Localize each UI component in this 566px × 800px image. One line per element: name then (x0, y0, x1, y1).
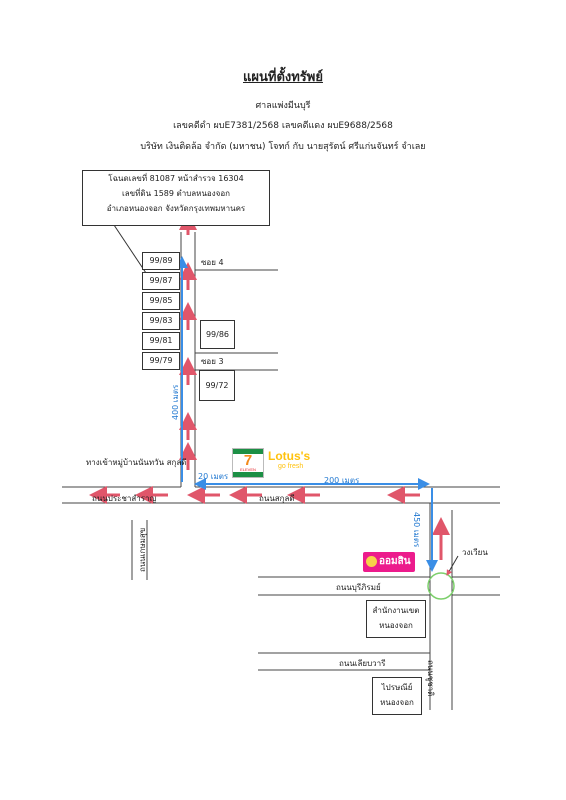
distance-200-label: 200 เมตร (324, 476, 360, 485)
deed-line-2: เลขที่ดิน 1589 ตำบลหนองจอก (122, 189, 230, 198)
roundabout-pointer (446, 555, 459, 576)
sakul-road-label: ถนนสกุลดี (259, 494, 295, 503)
route-lines (176, 256, 438, 572)
seven-digit: 7 (243, 452, 253, 469)
distance-400-label: 400 เมตร (171, 384, 180, 420)
pointer-line (111, 221, 151, 280)
case-parties: บริษัท เงินติดล้อ จำกัด (มหาชน) โจทก์ กั… (140, 142, 426, 152)
lot-99-85: 99/85 (142, 292, 180, 310)
lot-99-89: 99/89 (142, 252, 180, 270)
kasem-road-label: ถนนเกษมสุข (138, 527, 147, 572)
lotus-logo: Lotus's go fresh (268, 449, 322, 475)
distance-450-label: 450 เมตร (412, 512, 421, 548)
soi-3-label: ซอย 3 (201, 357, 224, 366)
pracha-road-label: ถนนประชาสำราญ (92, 494, 157, 503)
liab-road-label: ถนนเลียบวารี (339, 659, 386, 668)
post-line-2: หนองจอก (380, 698, 414, 707)
post-line-1: ไปรษณีย์ (381, 683, 413, 692)
deed-info-box: โฉนดเลขที่ 81087 หน้าสำรวจ 16304 เลขที่ด… (82, 170, 270, 226)
gsb-bank-logo: ออมสิน (363, 552, 415, 572)
roundabout-circle (427, 572, 455, 600)
lot-99-83: 99/83 (142, 312, 180, 330)
lotus-sub: go fresh (278, 463, 304, 470)
deed-line-3: อำเภอหนองจอก จังหวัดกรุงเทพมหานคร (106, 204, 246, 213)
lot-99-81: 99/81 (142, 332, 180, 350)
post-office: ไปรษณีย์ หนองจอก (372, 677, 422, 715)
building-99-72: 99/72 (199, 370, 235, 401)
building-99-86: 99/86 (200, 320, 235, 349)
roundabout-label: วงเวียน (462, 548, 488, 557)
bank-name: ออมสิน (379, 556, 411, 567)
lot-99-87: 99/87 (142, 272, 180, 290)
lot-99-79: 99/79 (142, 352, 180, 370)
entrance-label: ทางเข้าหมู่บ้านนันทวัน สกุลดี (86, 458, 187, 467)
seven-sub: ELEVEN (240, 467, 256, 472)
case-numbers: เลขคดีดำ ผบE7381/2568 เลขคดีแดง ผบE9688/… (173, 121, 393, 131)
chuchat-road-label: ถนนชูชาติ (426, 660, 435, 697)
soi-4-label: ซอย 4 (201, 258, 224, 267)
distance-20-label: 20 เมตร (198, 472, 229, 481)
office-line-1: สำนักงานเขต (372, 606, 420, 615)
deed-line-1: โฉนดเลขที่ 81087 หน้าสำรวจ 16304 (108, 174, 244, 183)
map-title: แผนที่ตั้งทรัพย์ (243, 70, 323, 85)
court-name: ศาลแพ่งมีนบุรี (255, 101, 311, 111)
seven-eleven-logo: 7 ELEVEN (232, 448, 264, 478)
office-line-2: หนองจอก (379, 621, 413, 630)
bank-emblem-icon (366, 556, 377, 567)
district-office: สำนักงานเขต หนองจอก (366, 600, 426, 638)
lotus-name: Lotus's (268, 449, 311, 463)
buri-road-label: ถนนบุรีภิรมย์ (336, 583, 381, 592)
